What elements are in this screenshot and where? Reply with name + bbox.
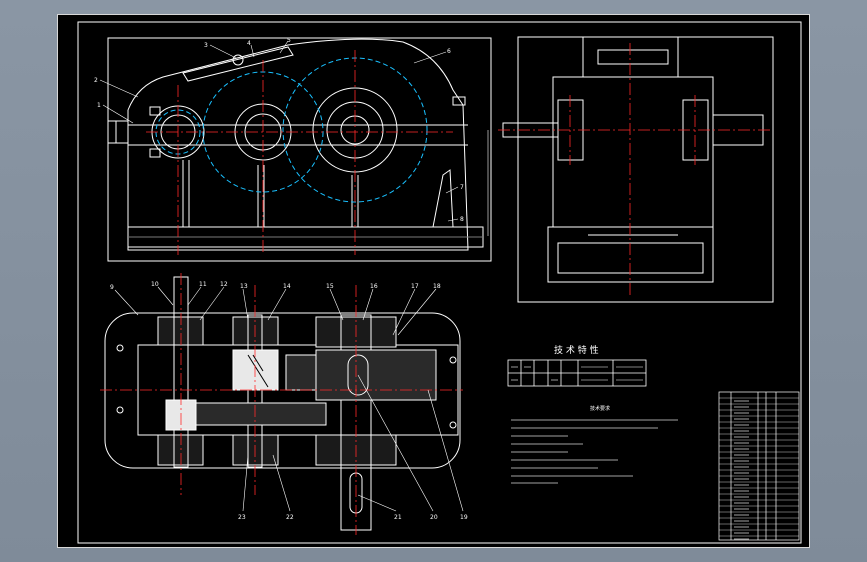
plan-bolt-hole bbox=[116, 406, 124, 414]
front-view-outline bbox=[107, 37, 492, 262]
side-base bbox=[547, 226, 714, 283]
part-number: 5 bbox=[287, 37, 291, 44]
part-number: 7 bbox=[460, 184, 464, 191]
leader-10 bbox=[157, 286, 174, 306]
part-number: 1 bbox=[97, 102, 101, 109]
part-number: 17 bbox=[411, 283, 419, 290]
leader-14 bbox=[267, 288, 287, 321]
part-number: 22 bbox=[286, 514, 294, 521]
leader-6 bbox=[413, 51, 447, 64]
part-number: 10 bbox=[151, 281, 159, 288]
part-number: 2 bbox=[94, 77, 98, 84]
housing-contour bbox=[127, 38, 469, 251]
notes-title: 技术要求 bbox=[590, 405, 610, 412]
part-number: 3 bbox=[204, 42, 208, 49]
leader-19 bbox=[427, 389, 464, 512]
part-number: 15 bbox=[326, 283, 334, 290]
plan-bearing-top-1 bbox=[157, 316, 204, 346]
plan-bearing-top-2 bbox=[232, 316, 279, 346]
parts-list-frame bbox=[718, 391, 800, 541]
leader-7 bbox=[445, 186, 459, 194]
plan-bearing-bottom-1 bbox=[157, 434, 204, 466]
part-number: 21 bbox=[394, 514, 402, 521]
leader-9 bbox=[114, 289, 139, 316]
part-number: 6 bbox=[447, 48, 451, 55]
part-number: 8 bbox=[460, 216, 464, 223]
tech-table-title: 技 术 特 性 bbox=[554, 344, 599, 356]
leader-2 bbox=[99, 79, 139, 98]
leader-12 bbox=[199, 286, 225, 321]
part-number: 19 bbox=[460, 514, 468, 521]
vent-plug-icon bbox=[232, 54, 244, 66]
side-inspection-cover bbox=[597, 49, 669, 65]
part-number: 13 bbox=[240, 283, 248, 290]
plan-bearing-bottom-2 bbox=[232, 434, 279, 466]
part-number: 9 bbox=[110, 284, 114, 291]
tech-table-text-marks bbox=[511, 366, 643, 381]
inspection-cover bbox=[182, 46, 294, 82]
part-number: 16 bbox=[370, 283, 378, 290]
part-number: 18 bbox=[433, 283, 441, 290]
plan-gear-large-1 bbox=[232, 349, 279, 391]
leader-18 bbox=[397, 288, 437, 336]
part-number: 12 bbox=[220, 281, 228, 288]
plan-gear-hub-1 bbox=[285, 354, 317, 391]
leader-3 bbox=[209, 44, 237, 59]
drawing-sheet: 1 2 3 4 5 6 7 8 bbox=[57, 14, 810, 548]
plan-bolt-hole bbox=[449, 356, 457, 364]
part-number: 11 bbox=[199, 281, 207, 288]
leader-1 bbox=[102, 104, 134, 124]
side-base-inner bbox=[557, 242, 704, 274]
part-number: 4 bbox=[247, 40, 251, 47]
pitch-circles bbox=[155, 57, 428, 203]
bolt-boss-left bbox=[149, 106, 161, 116]
plan-inner-cavity bbox=[137, 344, 459, 436]
leader-5 bbox=[279, 40, 289, 54]
plan-center-lines bbox=[100, 273, 463, 535]
front-center-lines bbox=[146, 50, 453, 255]
plan-leaders bbox=[114, 286, 464, 512]
side-inspection-box bbox=[582, 36, 679, 78]
leader-20 bbox=[357, 374, 434, 512]
parts-list bbox=[718, 391, 800, 541]
leader-4 bbox=[250, 44, 255, 58]
side-view bbox=[502, 36, 774, 303]
leader-13 bbox=[242, 288, 249, 321]
plan-housing-outline bbox=[104, 312, 461, 469]
leader-15 bbox=[329, 288, 344, 321]
cad-drawing: 1 2 3 4 5 6 7 8 bbox=[77, 21, 802, 544]
inner-frame bbox=[77, 21, 802, 544]
leader-23 bbox=[242, 454, 249, 512]
oil-gauge bbox=[432, 169, 454, 228]
plan-view bbox=[104, 276, 461, 531]
bolt-boss-right bbox=[452, 96, 466, 106]
bolt-boss-left-lower bbox=[149, 148, 161, 158]
plan-part-numbers: 9 10 11 12 13 14 15 16 17 18 23 22 21 20… bbox=[110, 281, 468, 521]
leader-16 bbox=[362, 288, 374, 321]
leader-22 bbox=[272, 454, 291, 512]
leader-17 bbox=[392, 288, 416, 336]
leader-8 bbox=[447, 218, 459, 222]
plan-gear-large-2-bore bbox=[347, 354, 369, 396]
tech-table bbox=[507, 359, 647, 387]
input-shaft-end bbox=[107, 120, 129, 144]
plan-bolt-hole bbox=[116, 344, 124, 352]
leader-11 bbox=[187, 286, 202, 306]
tech-notes bbox=[511, 419, 678, 484]
front-part-numbers: 1 2 3 4 5 6 7 8 bbox=[94, 37, 464, 223]
parts-list-rows bbox=[719, 397, 799, 540]
plan-gear-row-lower bbox=[195, 402, 327, 426]
part-number: 14 bbox=[283, 283, 291, 290]
plan-gear-large-2 bbox=[315, 349, 437, 401]
front-view bbox=[107, 37, 492, 262]
plan-bolt-hole bbox=[449, 421, 457, 429]
leader-21 bbox=[357, 494, 397, 512]
front-leaders bbox=[99, 40, 459, 222]
part-number: 23 bbox=[238, 514, 246, 521]
part-number: 20 bbox=[430, 514, 438, 521]
plan-gear-helix bbox=[247, 354, 269, 388]
side-center-lines bbox=[498, 43, 770, 297]
